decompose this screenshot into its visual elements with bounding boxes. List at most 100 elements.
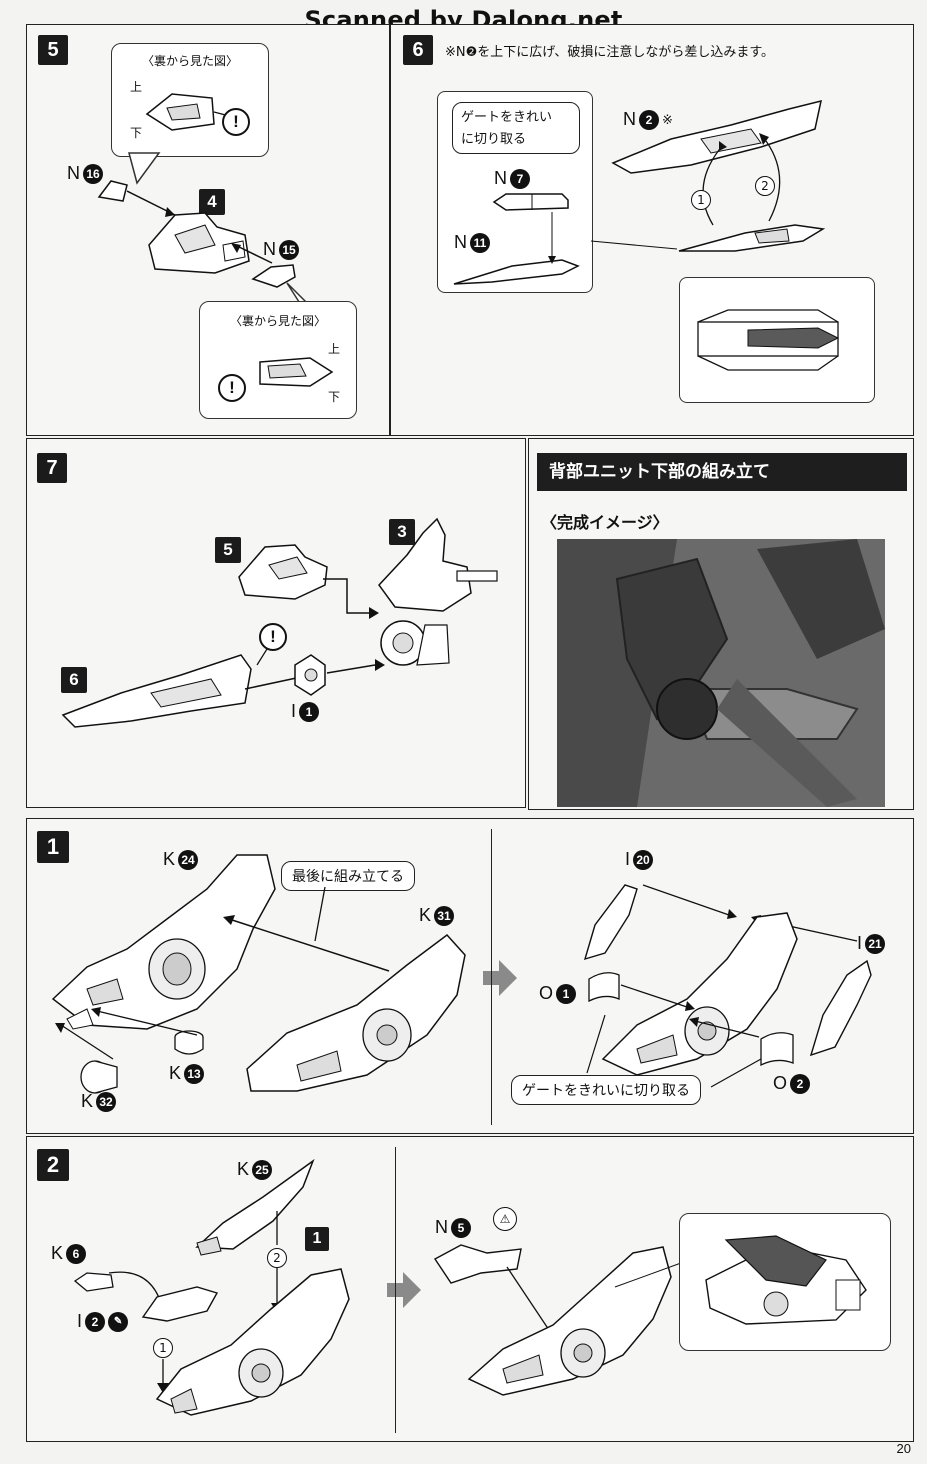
step-number: 5	[38, 35, 68, 65]
next-arrow-icon	[499, 960, 517, 996]
assembly-arrow	[231, 243, 273, 264]
part-letter: O	[539, 983, 554, 1003]
step2-panel: 2 K 25 1 2 K 6 I 2 ✎ 1	[26, 1136, 914, 1442]
part-letter: K	[419, 905, 432, 925]
step7-panel: 7 5 3 ! 6 I 1	[26, 438, 526, 808]
part-letter: N	[494, 168, 507, 188]
part-letter: N	[623, 109, 636, 129]
part-N16-illustration	[97, 180, 128, 202]
order-2: 2	[755, 175, 775, 196]
assembly-arrow	[276, 1211, 278, 1245]
part-number: 5	[451, 1217, 471, 1238]
part-back-illustration	[145, 93, 238, 131]
part-letter: O	[773, 1073, 788, 1093]
detail-illustration	[697, 309, 840, 371]
callout-title: 〈裏から見た図〉	[142, 54, 239, 68]
part-K31-illustration	[246, 933, 466, 1092]
part-K6: K 6	[51, 1243, 87, 1264]
back-view-callout-bottom: 〈裏から見た図〉 上 下 !	[199, 301, 357, 419]
part-letter: I	[77, 1311, 83, 1331]
part-K13-illustration	[174, 1030, 204, 1055]
callout-title: 〈裏から見た図〉	[230, 314, 327, 328]
part-K13: K 13	[169, 1063, 205, 1084]
part-N7: N 7	[494, 168, 530, 189]
part-letter: N	[454, 232, 467, 252]
part-N11-illustration-assembly	[678, 224, 826, 252]
sub-assembly-6-illustration	[61, 654, 252, 728]
part-N2-illustration	[611, 99, 822, 174]
glue-icon: ✎	[108, 1311, 129, 1332]
part-number: 24	[178, 849, 199, 870]
part-number: 16	[83, 163, 103, 184]
part-K32-illustration	[80, 1060, 118, 1094]
back-view-callout-top: 〈裏から見た図〉 上 下 !	[111, 43, 269, 157]
part-back-illustration	[259, 357, 334, 387]
step-number: 7	[37, 453, 67, 483]
order-1: 1	[153, 1337, 173, 1358]
insertion-arrows	[702, 133, 781, 226]
part-number: 2	[639, 109, 659, 130]
part-number: 25	[252, 1159, 273, 1180]
section-header: 背部ユニット下部の組み立て	[537, 453, 907, 491]
step-number: 1	[37, 831, 69, 863]
part-I21: I 21	[857, 933, 886, 954]
assembly-arrow	[620, 984, 695, 1011]
part-K24: K 24	[163, 849, 199, 870]
assembly-arrow	[642, 884, 737, 919]
gate-note-line1: ゲートをきれい	[461, 110, 553, 125]
assembly-arrow	[689, 1017, 760, 1038]
part-K24-illustration	[51, 854, 276, 1030]
assembly-arrow	[126, 190, 176, 217]
note-pointer	[710, 1058, 762, 1088]
part-number: 2	[85, 1311, 106, 1332]
assembly-arrow	[91, 1007, 198, 1036]
part-letter: I	[291, 701, 297, 721]
part-I20: I 20	[625, 849, 654, 870]
callout-pointer	[256, 648, 268, 666]
part-N7-illustration	[492, 193, 569, 211]
detail-callout	[679, 1213, 891, 1351]
part-letter: I	[625, 849, 631, 869]
step-number: 2	[37, 1149, 69, 1181]
gate-note: ゲートをきれい に切り取る	[452, 102, 580, 154]
completed-image-photo	[557, 539, 885, 807]
part-letter: K	[163, 849, 176, 869]
sub-assembly-5-illustration	[238, 544, 328, 600]
step2-assembly-left-illustration	[155, 1268, 350, 1416]
assemble-last-note: 最後に組み立てる	[281, 861, 415, 891]
caution-icon: !	[222, 108, 250, 136]
part-number: 32	[96, 1091, 117, 1112]
part-letter: N	[263, 239, 276, 259]
part-number: 11	[470, 232, 490, 253]
sub-step-1: 1	[305, 1227, 329, 1251]
down-label: 下	[328, 390, 341, 404]
part-letter: I	[857, 933, 863, 953]
sub-step-4: 4	[199, 189, 225, 215]
sub-step-6: 6	[61, 667, 87, 693]
part-number: 6	[66, 1243, 87, 1264]
part-I2: I 2 ✎	[77, 1311, 129, 1332]
part-letter: K	[81, 1091, 94, 1111]
part-letter: N	[435, 1217, 448, 1237]
step2-divider	[395, 1147, 396, 1433]
next-arrow-icon	[403, 1272, 421, 1308]
assembly-arrow	[55, 1023, 114, 1060]
part-N15-illustration	[251, 264, 296, 288]
part-N11-illustration	[453, 212, 580, 285]
part-K31: K 31	[419, 905, 455, 926]
page-number: 20	[896, 1441, 911, 1456]
next-arrow	[387, 1283, 405, 1297]
part-number: 31	[434, 905, 455, 926]
part-N5: N 5	[435, 1217, 471, 1238]
assembly-arrow	[223, 915, 390, 972]
gate-note: ゲートをきれいに切り取る	[511, 1075, 701, 1105]
detail-illustration	[705, 1235, 867, 1325]
callout-link-line	[590, 240, 678, 250]
step-number: 6	[403, 35, 433, 65]
sub-step-5: 5	[215, 537, 241, 563]
up-label: 上	[130, 80, 143, 94]
part-number: 1	[556, 983, 577, 1004]
part-number: 15	[279, 239, 299, 260]
step5-panel: 5 〈裏から見た図〉 上 下 ! N 16 4 N 15	[26, 24, 390, 436]
callout-link-line	[614, 1262, 682, 1288]
